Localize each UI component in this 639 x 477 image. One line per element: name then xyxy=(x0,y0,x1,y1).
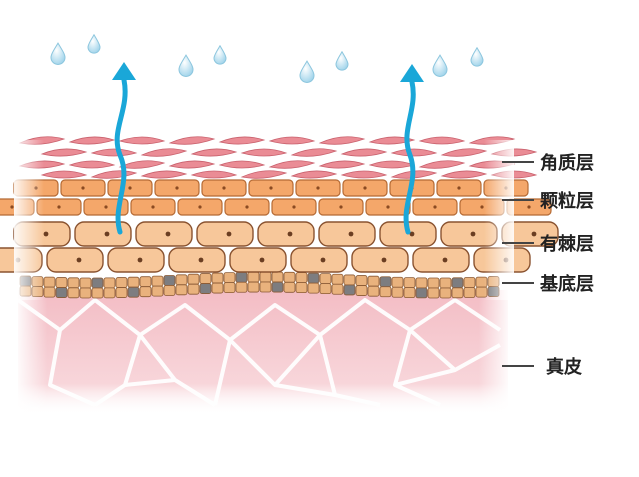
cell-nucleus xyxy=(532,232,537,237)
cell-nucleus xyxy=(527,205,530,208)
water-droplet-icon xyxy=(336,52,348,70)
label-granular: 颗粒层 xyxy=(540,190,594,212)
label-corneum: 角质层 xyxy=(540,152,594,174)
layer-label-dermis: 真皮 xyxy=(502,356,582,378)
water-droplet-icon xyxy=(471,48,483,66)
water-droplet-icon xyxy=(214,46,226,64)
water-droplet-icon xyxy=(433,55,447,76)
arrow-head-icon xyxy=(112,62,136,80)
label-spinous: 有棘层 xyxy=(540,233,594,255)
water-droplet-icon xyxy=(88,35,100,53)
water-droplet-icon xyxy=(300,61,314,82)
arrow-head-icon xyxy=(400,64,424,82)
label-basal: 基底层 xyxy=(539,273,594,295)
water-droplet-icon xyxy=(51,43,65,64)
layer-label-basal: 基底层 xyxy=(502,273,594,295)
edge-fade xyxy=(14,140,514,300)
water-droplet-icon xyxy=(179,55,193,76)
label-dermis: 真皮 xyxy=(546,356,582,378)
dermis-region xyxy=(18,290,508,415)
cell-nucleus xyxy=(10,205,13,208)
